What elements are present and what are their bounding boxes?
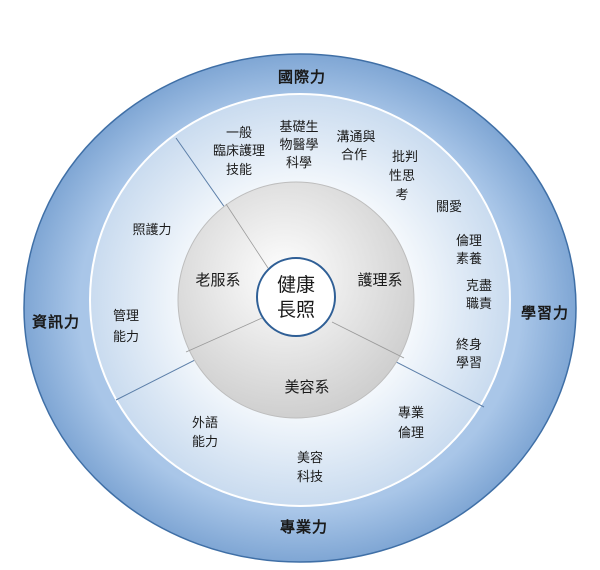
core-divider-top-left bbox=[225, 203, 269, 269]
competency-line: 倫理 bbox=[456, 234, 482, 249]
competency-line: 科技 bbox=[297, 470, 323, 485]
department-bottom-label: 美容系 bbox=[284, 378, 329, 396]
competency-line: 素養 bbox=[456, 251, 482, 267]
competency-line: 外語 bbox=[192, 415, 218, 431]
competency-line: 科學 bbox=[286, 156, 312, 171]
department-right-label: 護理系 bbox=[357, 271, 402, 289]
competency-line: 學習 bbox=[456, 356, 482, 371]
competency-lifelong-learning: 終身 學習 bbox=[456, 337, 482, 371]
competency-caring: 關愛 bbox=[436, 200, 462, 215]
competency-line: 管理 bbox=[113, 309, 139, 324]
competency-ethics: 倫理 素養 bbox=[456, 234, 482, 267]
competency-line: 倫理 bbox=[398, 426, 424, 441]
competency-basic-medical: 基礎生 物醫學 科學 bbox=[279, 120, 318, 171]
competency-care-ability: 照護力 bbox=[132, 222, 171, 238]
competency-line: 照護力 bbox=[132, 222, 171, 238]
competency-beauty-tech: 美容 科技 bbox=[297, 450, 323, 485]
competency-general-clinical: 一般 臨床護理 技能 bbox=[213, 125, 265, 178]
outer-ring-top-label: 國際力 bbox=[278, 68, 326, 86]
competency-responsibility: 克盡 職責 bbox=[466, 279, 492, 312]
competency-line: 能力 bbox=[113, 330, 139, 345]
competency-line: 關愛 bbox=[436, 200, 462, 215]
competency-line: 克盡 bbox=[466, 279, 492, 294]
competency-line: 能力 bbox=[192, 435, 218, 450]
center-label-line2: 長照 bbox=[277, 299, 315, 321]
outer-ring-left-label: 資訊力 bbox=[32, 313, 80, 331]
center-label-line1: 健康 bbox=[277, 274, 315, 296]
competency-foreign-language: 外語 能力 bbox=[192, 415, 218, 450]
competency-line: 技能 bbox=[226, 163, 252, 178]
center-circle bbox=[256, 257, 336, 337]
department-left-label: 老服系 bbox=[195, 271, 240, 289]
competency-line: 基礎生 bbox=[279, 120, 318, 135]
competency-critical-thinking: 批判 性思 考 bbox=[389, 150, 418, 203]
core-divider-bottom-right bbox=[331, 321, 405, 359]
outer-ring-bottom-label: 專業力 bbox=[280, 518, 328, 536]
competency-line: 物醫學 bbox=[279, 138, 318, 153]
competency-line: 美容 bbox=[297, 450, 323, 466]
competency-line: 一般 bbox=[226, 125, 252, 141]
competency-line: 性思 bbox=[389, 169, 415, 184]
competency-line: 職責 bbox=[466, 297, 492, 312]
competency-line: 考 bbox=[395, 188, 408, 203]
competency-line: 臨床護理 bbox=[213, 143, 265, 159]
competency-line: 溝通與 bbox=[336, 130, 375, 145]
competency-management: 管理 能力 bbox=[113, 309, 139, 345]
competency-line: 合作 bbox=[341, 148, 367, 163]
competency-line: 專業 bbox=[398, 405, 424, 421]
competency-communication: 溝通與 合作 bbox=[336, 130, 375, 163]
competency-line: 終身 bbox=[456, 337, 482, 353]
core-divider-bottom-left bbox=[185, 317, 263, 353]
competency-professional-ethics: 專業 倫理 bbox=[398, 405, 424, 441]
competency-line: 批判 bbox=[392, 150, 418, 165]
outer-ring-right-label: 學習力 bbox=[521, 304, 569, 322]
